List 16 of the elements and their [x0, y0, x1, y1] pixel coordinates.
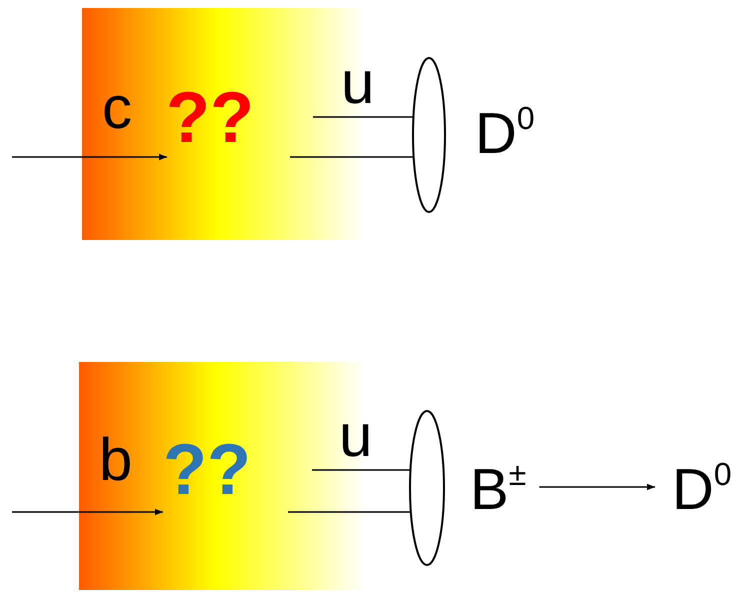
question-marks: ??: [163, 434, 251, 506]
quark-line: [288, 511, 411, 513]
question-marks: ??: [166, 82, 254, 154]
edge-label: u: [339, 406, 372, 466]
quark-line: [312, 469, 410, 471]
particle-label: D$^{0}$: [672, 459, 732, 519]
particle-label: B$^{±}$: [470, 459, 526, 519]
edge-label: u: [341, 53, 374, 113]
quark-label: b: [99, 430, 132, 490]
arrow: [12, 154, 167, 160]
arrow: [539, 484, 655, 490]
arrow: [12, 508, 163, 516]
quark-line: [313, 116, 414, 118]
particle-label: D$^{0}$: [475, 103, 535, 163]
quark-line: [290, 156, 414, 158]
quark-label: c: [102, 78, 132, 138]
